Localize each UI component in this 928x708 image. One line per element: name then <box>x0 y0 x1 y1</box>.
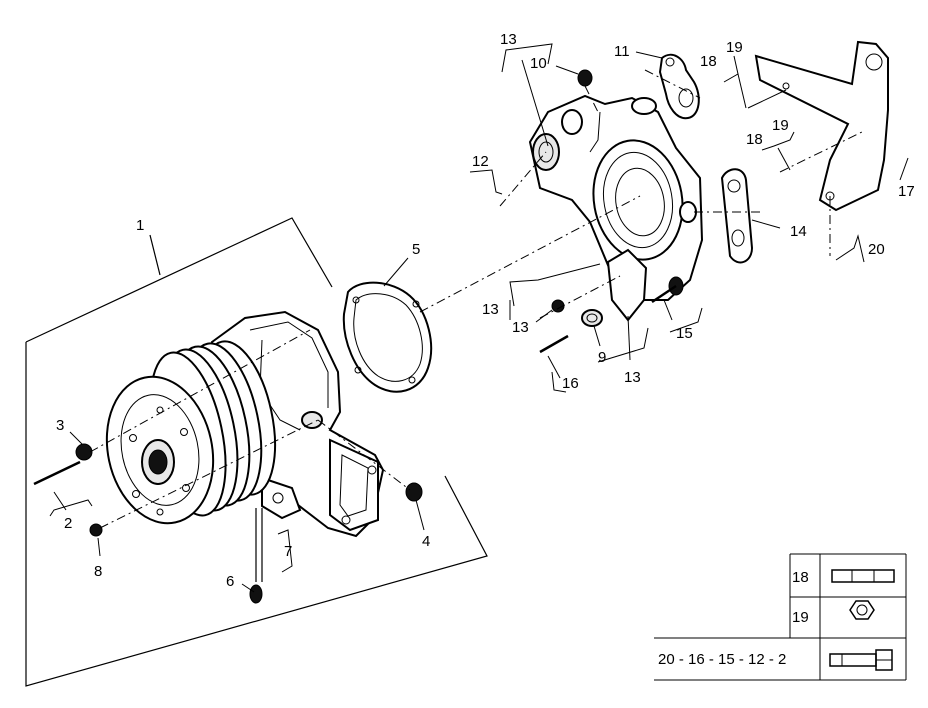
gasket-11 <box>658 53 700 120</box>
nut-13 <box>551 299 565 313</box>
callout-18-top: 18 <box>700 53 717 70</box>
callout-13-nut: 13 <box>512 319 529 336</box>
stud-2 <box>33 460 81 486</box>
bracket-17 <box>754 40 889 212</box>
plug-10 <box>577 69 593 87</box>
callout-8: 8 <box>94 563 102 580</box>
gasket-5 <box>342 281 433 393</box>
assembly-1-bracket <box>25 217 488 687</box>
axis-lines <box>89 69 863 529</box>
callout-11: 11 <box>614 43 630 60</box>
rod-7 <box>255 508 263 582</box>
pin-16 <box>539 334 569 354</box>
callout-17: 17 <box>898 183 915 200</box>
callout-13-bottom: 13 <box>624 369 641 386</box>
callout-6: 6 <box>226 573 234 590</box>
callout-16: 16 <box>562 375 579 392</box>
callout-13-left: 13 <box>482 301 499 318</box>
spacer-9 <box>581 309 603 327</box>
callout-3: 3 <box>56 417 64 434</box>
callout-4: 4 <box>422 533 430 550</box>
callout-18-mid: 18 <box>746 131 763 148</box>
callout-19-top: 19 <box>726 39 743 56</box>
plug-3 <box>75 443 93 461</box>
legend-label-washer: 18 <box>792 569 809 586</box>
fastener-legend: 18 19 20 - 16 - 15 - 12 - 2 <box>654 553 907 681</box>
washer-icon <box>831 569 895 583</box>
callout-20: 20 <box>868 241 885 258</box>
callout-15: 15 <box>676 325 693 342</box>
water-pump-assembly <box>105 310 385 538</box>
callout-9: 9 <box>598 349 606 366</box>
callout-13-top: 13 <box>500 31 517 48</box>
callout-1: 1 <box>136 217 144 234</box>
plug-8 <box>89 523 103 537</box>
callout-5: 5 <box>412 241 420 258</box>
legend-label-bolt: 20 - 16 - 15 - 12 - 2 <box>658 651 786 668</box>
callout-7: 7 <box>284 543 292 560</box>
bolt-icon <box>829 649 893 671</box>
callout-10: 10 <box>530 55 547 72</box>
rear-housing <box>528 94 704 322</box>
callout-19-mid: 19 <box>772 117 789 134</box>
legend-label-nut: 19 <box>792 609 809 626</box>
link-plate-14 <box>720 168 754 264</box>
plug-4 <box>405 482 423 502</box>
leader-lines <box>49 43 909 593</box>
callout-2: 2 <box>64 515 72 532</box>
callout-labels: 1 2 3 4 5 6 7 8 9 10 11 12 13 13 13 13 1… <box>56 31 915 590</box>
hex-nut-icon <box>849 600 875 620</box>
bolt-15 <box>651 284 677 304</box>
plug-6 <box>249 584 263 604</box>
callout-14: 14 <box>790 223 807 240</box>
callout-12: 12 <box>472 153 489 170</box>
